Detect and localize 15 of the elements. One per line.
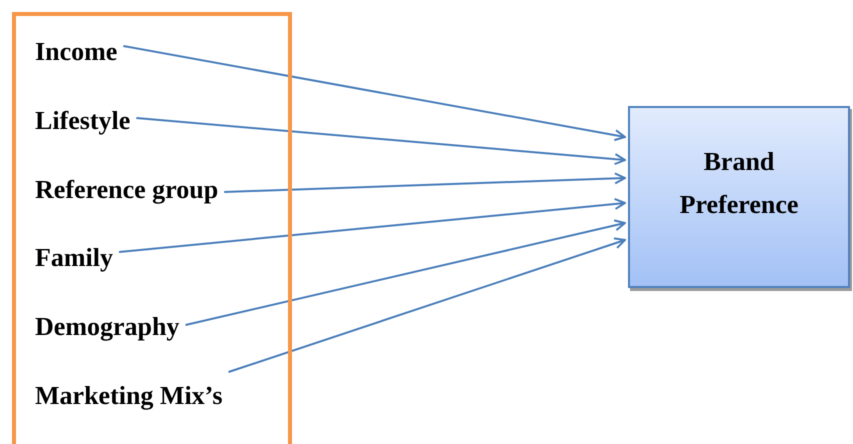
process-box xyxy=(628,106,850,288)
arrow xyxy=(224,172,626,193)
factor-label: Income xyxy=(35,37,118,66)
arrow xyxy=(123,45,626,142)
arrow xyxy=(118,198,626,253)
arrow xyxy=(185,219,626,326)
factor-label: Marketing Mix’s xyxy=(35,381,222,410)
factor-label: Demography xyxy=(35,312,180,341)
factor-label: Family xyxy=(35,243,113,272)
arrow xyxy=(136,117,626,166)
group-frame xyxy=(12,12,292,444)
arrow xyxy=(228,237,626,373)
factor-label: Reference group xyxy=(35,175,218,204)
node-label: Brand Preference xyxy=(678,146,800,221)
factor-label: Lifestyle xyxy=(35,106,130,135)
